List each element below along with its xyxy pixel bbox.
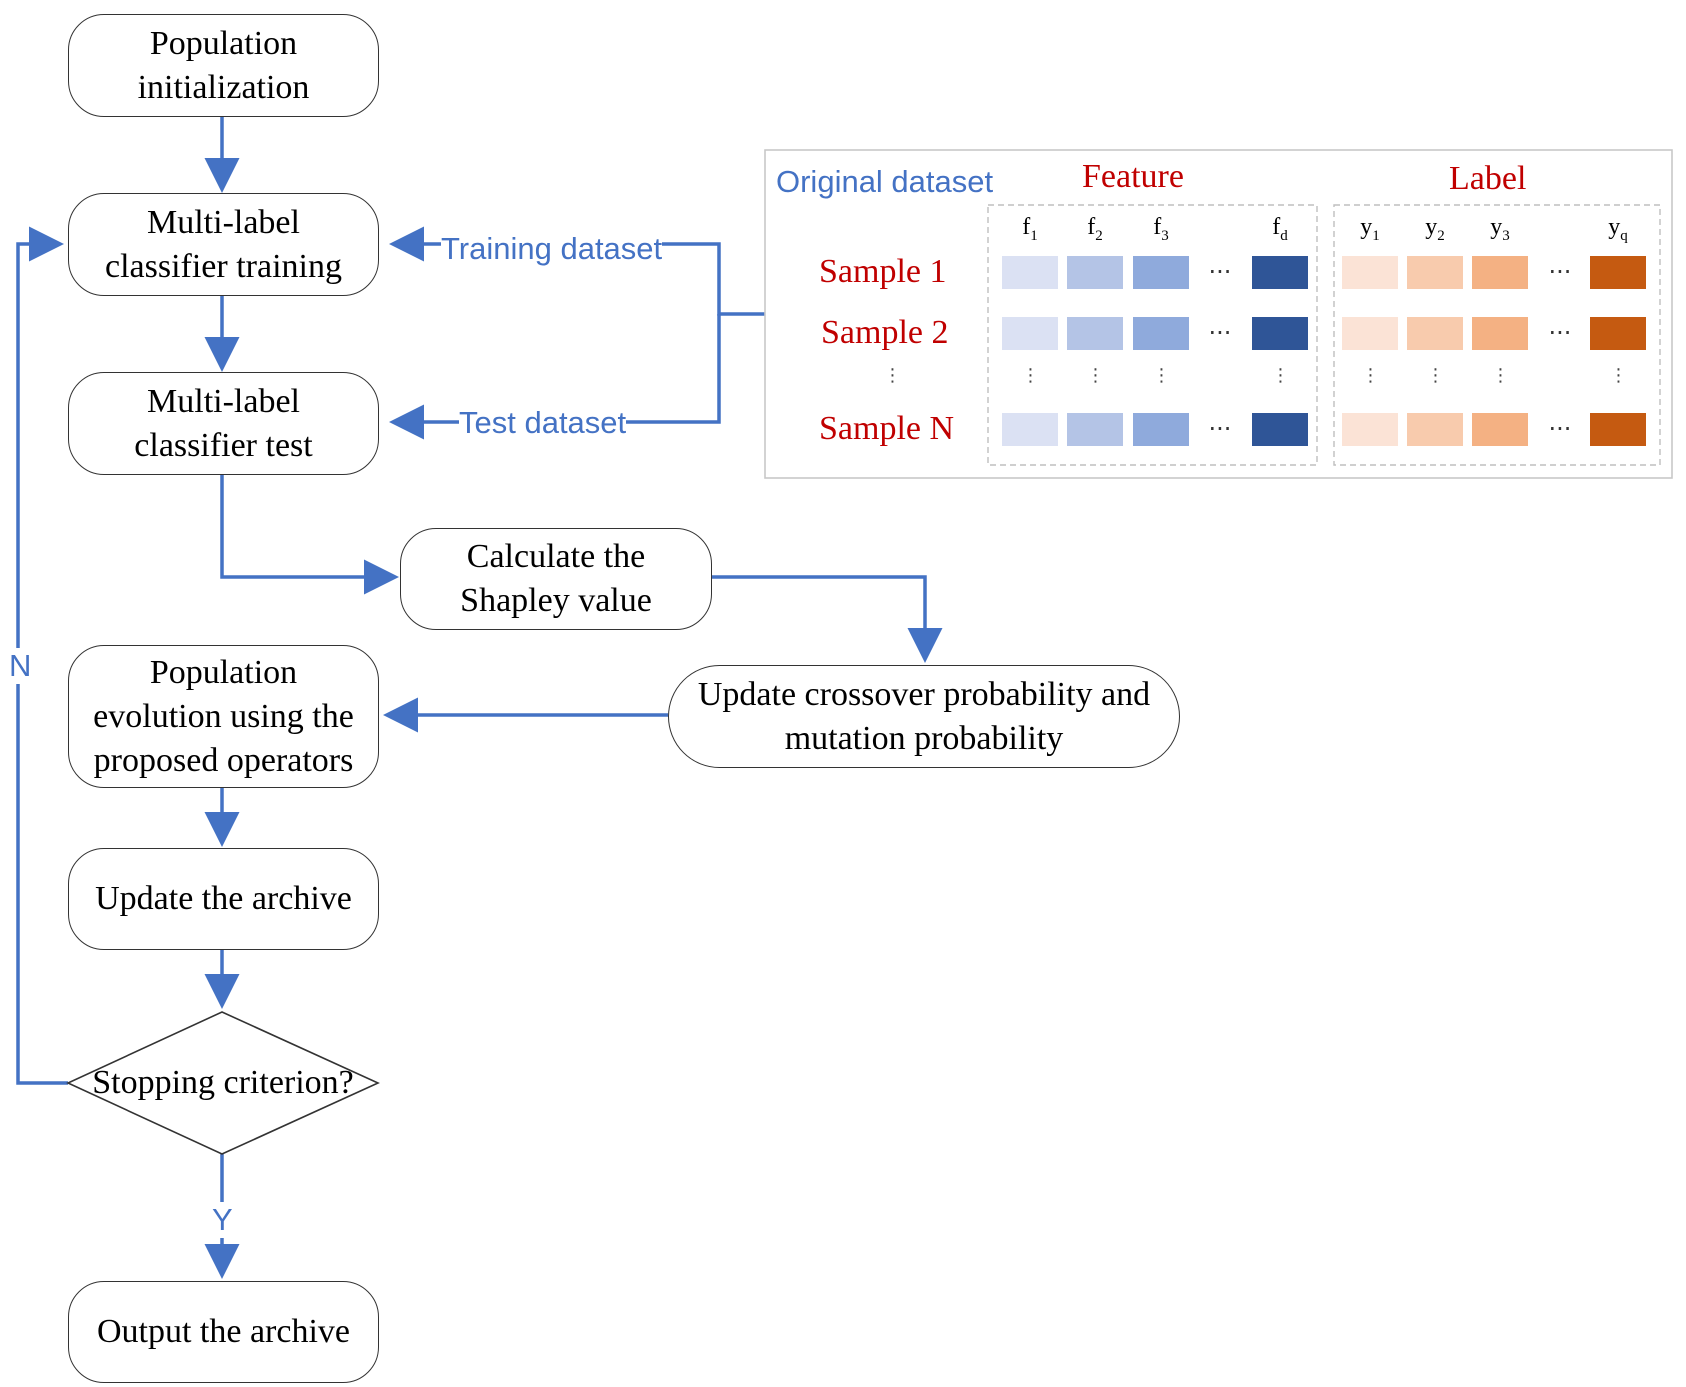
feature-cell: [1252, 256, 1308, 289]
arrow-test-to-shapley: [220, 475, 399, 595]
label-cell: [1472, 317, 1528, 350]
cell-vertical-ellipsis: ⋮: [1361, 365, 1380, 386]
label-cell: [1342, 317, 1398, 350]
label-cell: [1590, 256, 1646, 289]
label-col-header-sub: q: [1620, 227, 1628, 244]
node-update-probabilities: Update crossover probability and mutatio…: [668, 665, 1180, 768]
feature-cell: [1002, 413, 1058, 446]
feature-ellipsis: ···: [1208, 415, 1232, 443]
node-stopping-criterion: Stopping criterion?: [92, 1064, 354, 1101]
label-cell: [1407, 413, 1463, 446]
feature-cell: [1002, 317, 1058, 350]
label-col-header: y2: [1405, 214, 1465, 245]
node-calculate-shapley: Calculate the Shapley value: [400, 528, 712, 630]
label-cell: [1590, 317, 1646, 350]
feature-header: Feature: [1082, 158, 1184, 195]
feature-col-header-sub: 2: [1095, 227, 1103, 244]
edge-label-yes: Y: [212, 1202, 233, 1238]
feature-col-header: f2: [1065, 214, 1125, 245]
label-col-header-sub: 1: [1372, 227, 1380, 244]
feature-col-header-sub: 1: [1030, 227, 1038, 244]
sample-label: Sample 1: [819, 253, 947, 290]
feature-cell: [1133, 413, 1189, 446]
feature-col-header-base: f: [1153, 214, 1162, 240]
dataset-title: Original dataset: [776, 164, 994, 200]
label-header: Label: [1449, 160, 1527, 197]
label-cell: [1342, 413, 1398, 446]
label-col-header-base: y: [1425, 214, 1438, 240]
feature-cell: [1067, 317, 1123, 350]
feature-col-header: f3: [1131, 214, 1191, 245]
edge-label-no: N: [9, 648, 32, 684]
label-cell: [1590, 413, 1646, 446]
sample-label: Sample N: [819, 410, 955, 447]
sample-vertical-ellipsis: ⋮: [883, 365, 902, 386]
label-col-header: yq: [1588, 214, 1648, 245]
feature-col-header: f1: [1000, 214, 1060, 245]
feature-col-header-base: f: [1272, 214, 1281, 240]
label-col-header: y1: [1340, 214, 1400, 245]
feature-cell: [1252, 413, 1308, 446]
feature-cell: [1002, 256, 1058, 289]
label-col-header-sub: 2: [1437, 227, 1445, 244]
cell-vertical-ellipsis: ⋮: [1152, 365, 1171, 386]
node-update-archive: Update the archive: [68, 848, 379, 950]
node-output-archive: Output the archive: [68, 1281, 379, 1383]
cell-vertical-ellipsis: ⋮: [1426, 365, 1445, 386]
label-cell: [1407, 256, 1463, 289]
node-classifier-training: Multi-label classifier training: [68, 193, 379, 296]
feature-col-header-base: f: [1087, 214, 1096, 240]
edge-label-test-dataset: Test dataset: [459, 405, 627, 441]
node-population-evolution: Population evolution using the proposed …: [68, 645, 379, 788]
label-ellipsis: ···: [1548, 415, 1572, 443]
sample-label: Sample 2: [821, 314, 949, 351]
feature-col-header-sub: d: [1280, 227, 1288, 244]
feature-col-header-sub: 3: [1161, 227, 1169, 244]
label-ellipsis: ···: [1548, 319, 1572, 347]
feature-col-header: fd: [1250, 214, 1310, 245]
feature-ellipsis: ···: [1208, 319, 1232, 347]
label-cell: [1407, 317, 1463, 350]
cell-vertical-ellipsis: ⋮: [1609, 365, 1628, 386]
feature-cell: [1133, 256, 1189, 289]
label-cell: [1472, 413, 1528, 446]
feature-ellipsis: ···: [1208, 258, 1232, 286]
cell-vertical-ellipsis: ⋮: [1491, 365, 1510, 386]
feature-col-header-base: f: [1022, 214, 1031, 240]
feature-cell: [1133, 317, 1189, 350]
label-col-header-base: y: [1608, 214, 1621, 240]
cell-vertical-ellipsis: ⋮: [1271, 365, 1290, 386]
arrow-shapley-to-update: [710, 575, 943, 663]
dataset-panel-border: [764, 149, 1673, 479]
label-ellipsis: ···: [1548, 258, 1572, 286]
label-cell: [1472, 256, 1528, 289]
label-col-header-base: y: [1490, 214, 1503, 240]
cell-vertical-ellipsis: ⋮: [1021, 365, 1040, 386]
label-col-header: y3: [1470, 214, 1530, 245]
node-classifier-test: Multi-label classifier test: [68, 372, 379, 475]
label-col-header-base: y: [1360, 214, 1373, 240]
label-cell: [1342, 256, 1398, 289]
edge-label-training-dataset: Training dataset: [441, 231, 663, 267]
label-col-header-sub: 3: [1502, 227, 1510, 244]
cell-vertical-ellipsis: ⋮: [1086, 365, 1105, 386]
node-population-initialization: Population initialization: [68, 14, 379, 117]
label-group-border: [1333, 204, 1661, 466]
feature-cell: [1252, 317, 1308, 350]
feature-cell: [1067, 413, 1123, 446]
feature-cell: [1067, 256, 1123, 289]
stopping-diamond: [66, 1011, 380, 1155]
feature-group-border: [987, 204, 1318, 466]
